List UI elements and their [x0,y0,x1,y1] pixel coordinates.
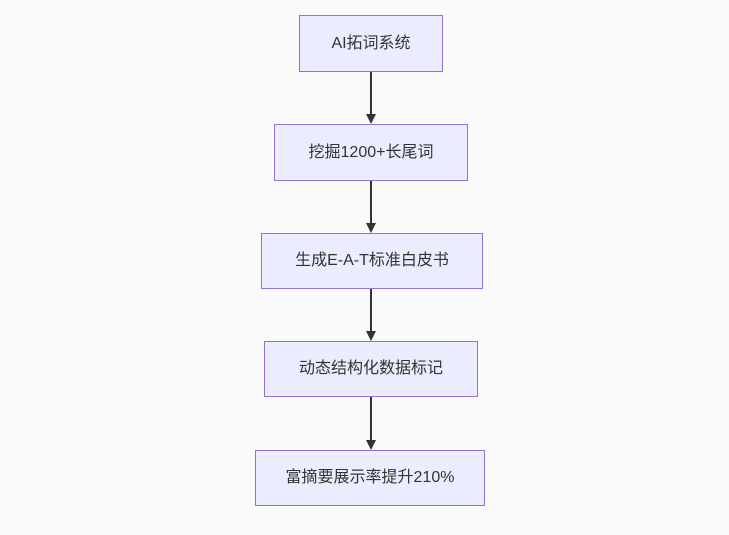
edge-line-n3-n4 [370,289,372,332]
flowchart-node-mine-longtail-keywords: 挖掘1200+长尾词 [274,124,468,181]
edge-line-n4-n5 [370,397,372,441]
node-label: 动态结构化数据标记 [298,360,443,377]
arrow-down-icon [366,114,376,124]
arrow-down-icon [366,331,376,341]
flowchart-node-ai-word-expansion-system: AI拓词系统 [299,15,443,72]
node-label: 富摘要展示率提升210% [285,469,455,486]
node-label: AI拓词系统 [331,34,411,52]
edge-line-n2-n3 [370,181,372,224]
node-label: 挖掘1200+长尾词 [308,143,434,161]
arrow-down-icon [366,440,376,450]
flowchart-node-generate-eat-whitepaper: 生成E-A-T标准白皮书 [261,233,483,289]
flowchart-node-rich-snippet-rate-increase: 富摘要展示率提升210% [255,450,485,506]
arrow-down-icon [366,223,376,233]
flowchart-node-dynamic-structured-data-markup: 动态结构化数据标记 [264,341,478,397]
node-label: 生成E-A-T标准白皮书 [295,252,449,269]
edge-line-n1-n2 [370,72,372,115]
